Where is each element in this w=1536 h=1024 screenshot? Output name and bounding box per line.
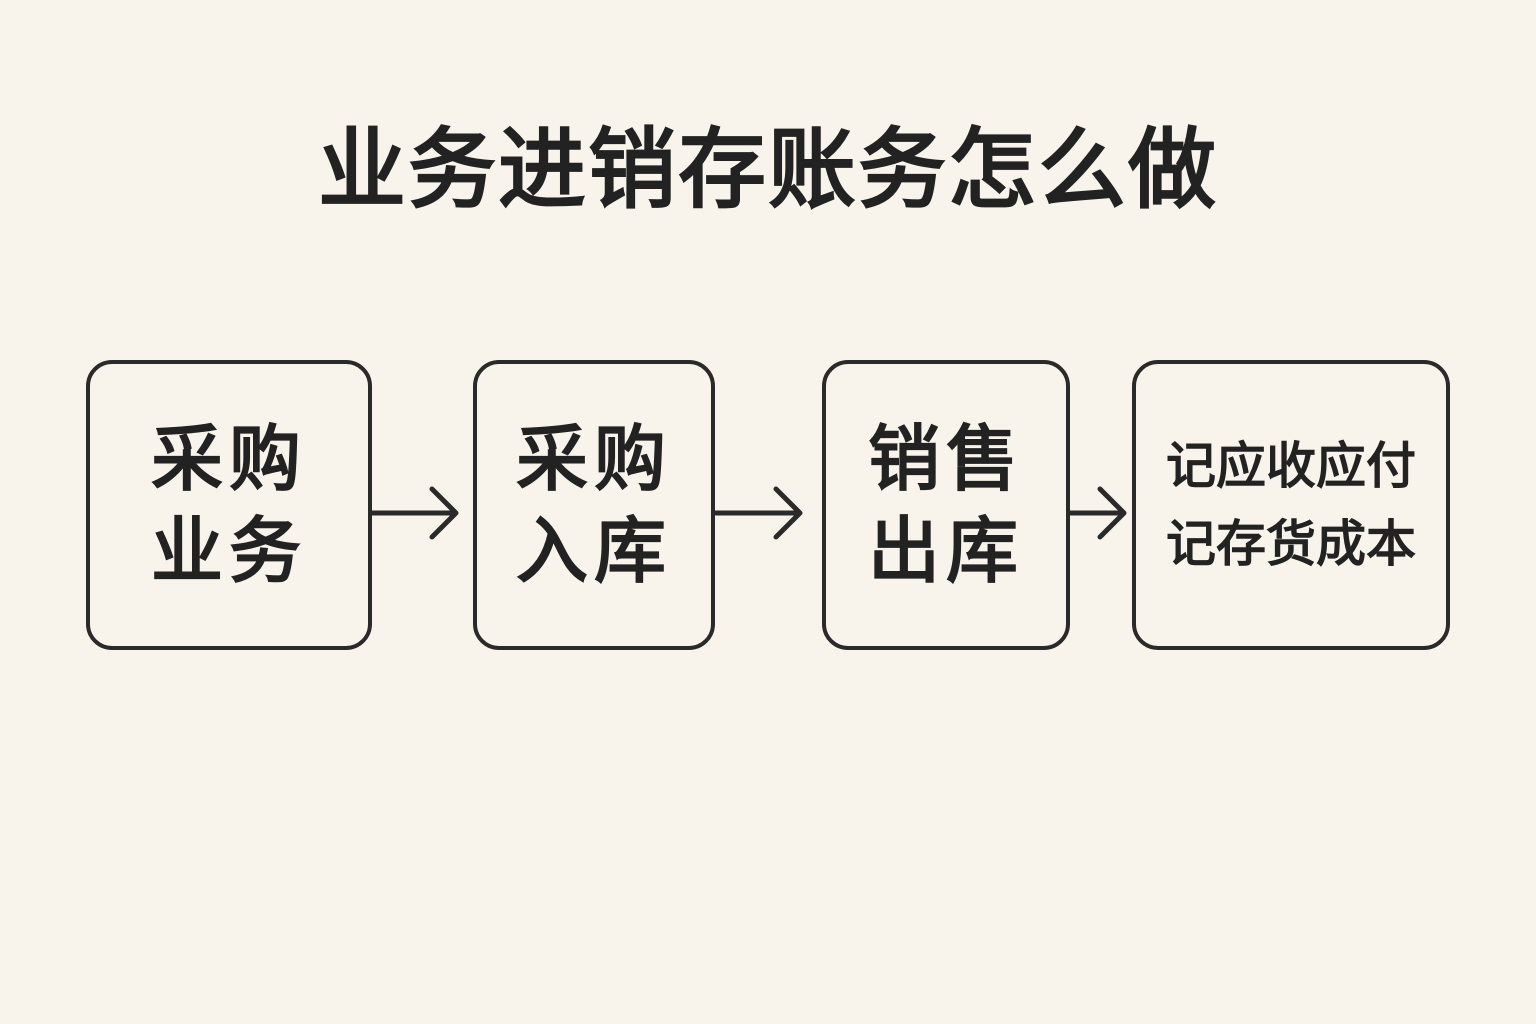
step-label: 记应收应付 (1166, 437, 1416, 495)
step-label: 业务 (150, 509, 307, 593)
step-label: 入库 (515, 509, 672, 593)
step-label: 采购 (515, 417, 672, 501)
step-purchase-business: 采购 业务 (86, 360, 372, 650)
step-purchase-inbound: 采购 入库 (473, 360, 715, 650)
step-label: 销售 (867, 417, 1024, 501)
step-label: 出库 (867, 509, 1024, 593)
step-sales-outbound: 销售 出库 (822, 360, 1070, 650)
step-label: 记存货成本 (1166, 515, 1416, 573)
step-label: 采购 (150, 417, 307, 501)
diagram-title: 业务进销存账务怎么做 (317, 118, 1218, 221)
arrow-right-icon (1068, 486, 1127, 540)
arrow-right-icon (714, 486, 803, 540)
arrow-right-icon (370, 486, 459, 540)
step-record-accounts: 记应收应付 记存货成本 (1132, 360, 1450, 650)
